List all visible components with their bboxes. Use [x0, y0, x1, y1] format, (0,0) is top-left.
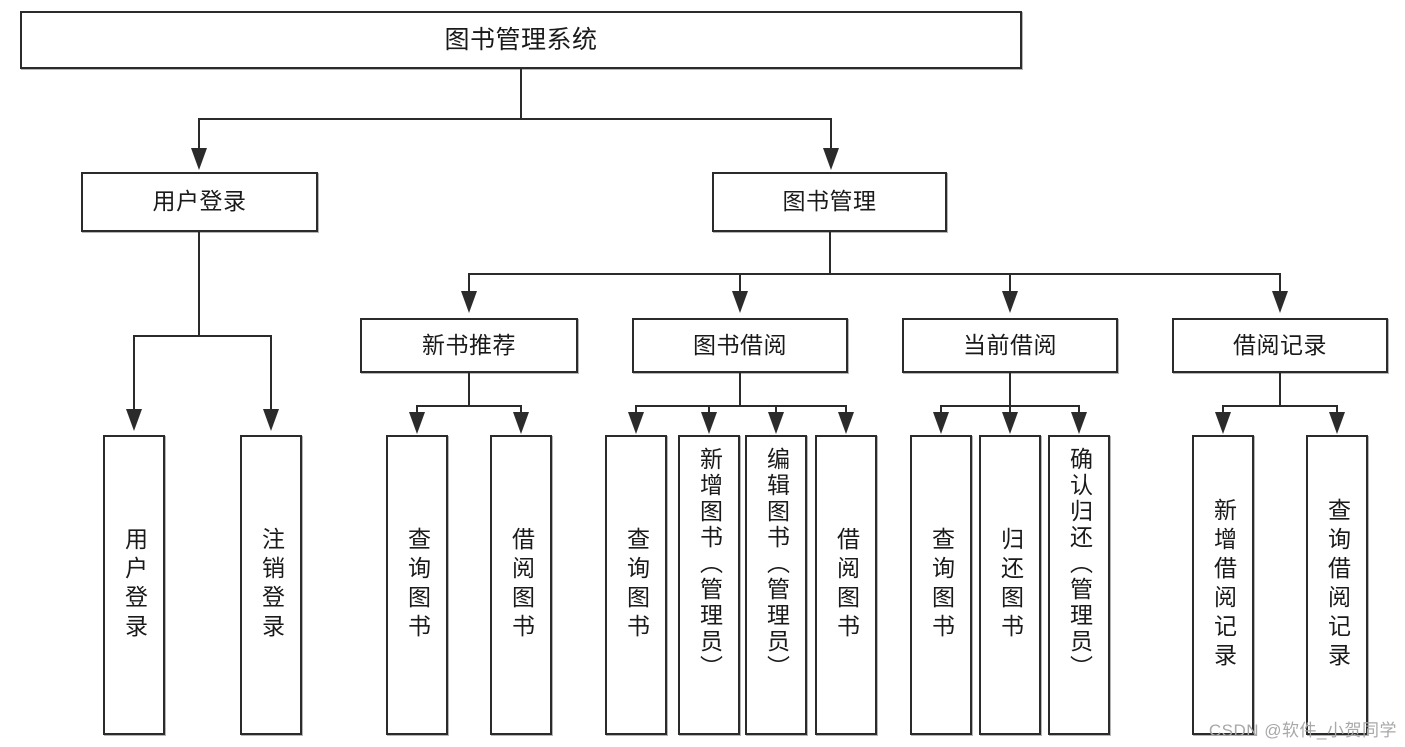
node-root-system[interactable]: 图书管理系统 — [20, 11, 1022, 69]
connector-current-borrow-drop-2 — [1009, 405, 1011, 413]
connector-user-login-bar — [133, 335, 272, 337]
connector-book-mgmt-drop-3 — [1009, 273, 1011, 291]
node-new-book-recommend-label: 新书推荐 — [422, 331, 516, 358]
leaf-query-book-borrow[interactable]: 查询图书 — [605, 435, 667, 735]
connector-user-login-stem — [198, 232, 200, 336]
leaf-edit-book-admin-label: 编辑图书（管理员） — [763, 447, 790, 681]
leaf-add-borrow-record[interactable]: 新增借阅记录 — [1192, 435, 1254, 735]
leaf-query-book-recommend-label: 查询图书 — [404, 527, 431, 643]
connector-root-drop-2 — [830, 118, 832, 148]
node-root-system-label: 图书管理系统 — [444, 26, 598, 54]
node-book-management[interactable]: 图书管理 — [712, 172, 947, 232]
connector-borrow-record-drop-2 — [1336, 405, 1338, 413]
node-borrow-record[interactable]: 借阅记录 — [1172, 318, 1388, 373]
connector-borrow-record-drop-1 — [1222, 405, 1224, 413]
leaf-query-book-current-label: 查询图书 — [928, 527, 955, 643]
connector-current-borrow-drop-1 — [940, 405, 942, 413]
leaf-query-book-recommend[interactable]: 查询图书 — [386, 435, 448, 735]
leaf-borrow-book[interactable]: 借阅图书 — [815, 435, 877, 735]
leaf-return-book-label: 归还图书 — [997, 527, 1024, 643]
node-borrow-record-label: 借阅记录 — [1233, 331, 1327, 358]
leaf-logout-label: 注销登录 — [258, 527, 285, 643]
arrow-to-leaf-edit-book — [768, 412, 784, 434]
arrow-to-leaf-logout — [263, 409, 279, 431]
node-current-borrow[interactable]: 当前借阅 — [902, 318, 1118, 373]
connector-book-mgmt-drop-1 — [468, 273, 470, 291]
arrow-to-borrow-record — [1272, 291, 1288, 313]
connector-book-borrow-bar — [635, 405, 846, 407]
connector-user-login-drop-1 — [133, 335, 135, 409]
arrow-to-leaf-query-book-c — [933, 412, 949, 434]
arrow-to-leaf-return-book — [1002, 412, 1018, 434]
connector-new-book-stem — [468, 373, 470, 406]
connector-book-borrow-stem — [739, 373, 741, 406]
node-book-borrow-label: 图书借阅 — [693, 331, 787, 358]
arrow-root-to-book-mgmt — [823, 148, 839, 170]
leaf-edit-book-admin[interactable]: 编辑图书（管理员） — [745, 435, 807, 735]
connector-book-borrow-drop-4 — [845, 405, 847, 413]
connector-new-book-drop-1 — [416, 405, 418, 413]
watermark-text: CSDN @软件_小贺同学 — [1208, 721, 1397, 740]
node-current-borrow-label: 当前借阅 — [963, 331, 1057, 358]
node-new-book-recommend[interactable]: 新书推荐 — [360, 318, 578, 373]
connector-user-login-drop-2 — [270, 335, 272, 409]
arrow-to-leaf-add-record — [1215, 412, 1231, 434]
leaf-add-book-admin[interactable]: 新增图书（管理员） — [678, 435, 740, 735]
connector-new-book-bar — [416, 405, 522, 407]
leaf-return-book[interactable]: 归还图书 — [979, 435, 1041, 735]
leaf-confirm-return-admin-label: 确认归还（管理员） — [1066, 447, 1093, 681]
leaf-query-book-current[interactable]: 查询图书 — [910, 435, 972, 735]
connector-root-stem — [520, 69, 522, 119]
leaf-user-login-label: 用户登录 — [121, 527, 148, 643]
connector-book-borrow-drop-3 — [775, 405, 777, 413]
connector-book-mgmt-bar — [468, 273, 1280, 275]
leaf-add-borrow-record-label: 新增借阅记录 — [1210, 498, 1237, 672]
leaf-borrow-book-label: 借阅图书 — [833, 527, 860, 643]
connector-book-borrow-drop-1 — [635, 405, 637, 413]
arrow-to-book-borrow — [732, 291, 748, 313]
arrow-to-leaf-query-record — [1329, 412, 1345, 434]
arrow-to-leaf-query-book-a — [409, 412, 425, 434]
arrow-to-leaf-borrow-book-b — [838, 412, 854, 434]
connector-current-borrow-drop-3 — [1078, 405, 1080, 413]
arrow-to-current-borrow — [1002, 291, 1018, 313]
arrow-to-leaf-query-book-b — [628, 412, 644, 434]
leaf-query-borrow-record[interactable]: 查询借阅记录 — [1306, 435, 1368, 735]
leaf-query-book-borrow-label: 查询图书 — [623, 527, 650, 643]
arrow-to-leaf-confirm-return — [1071, 412, 1087, 434]
node-user-login-label: 用户登录 — [152, 188, 247, 215]
leaf-add-book-admin-label: 新增图书（管理员） — [696, 447, 723, 681]
node-book-management-label: 图书管理 — [782, 188, 877, 215]
connector-book-borrow-drop-2 — [708, 405, 710, 413]
node-user-login[interactable]: 用户登录 — [81, 172, 318, 232]
arrow-to-leaf-add-book — [701, 412, 717, 434]
connector-book-mgmt-drop-2 — [739, 273, 741, 291]
connector-borrow-record-bar — [1222, 405, 1338, 407]
leaf-confirm-return-admin[interactable]: 确认归还（管理员） — [1048, 435, 1110, 735]
connector-current-borrow-stem — [1009, 373, 1011, 406]
connector-book-mgmt-stem — [829, 232, 831, 274]
connector-book-mgmt-drop-4 — [1279, 273, 1281, 291]
leaf-logout[interactable]: 注销登录 — [240, 435, 302, 735]
arrow-to-new-book-recommend — [461, 291, 477, 313]
leaf-borrow-book-recommend-label: 借阅图书 — [508, 527, 535, 643]
arrow-to-leaf-borrow-book-a — [513, 412, 529, 434]
arrow-root-to-user-login — [191, 148, 207, 170]
leaf-query-borrow-record-label: 查询借阅记录 — [1324, 498, 1351, 672]
connector-root-bar — [198, 118, 832, 120]
connector-new-book-drop-2 — [520, 405, 522, 413]
connector-root-drop-1 — [198, 118, 200, 148]
leaf-user-login[interactable]: 用户登录 — [103, 435, 165, 735]
node-book-borrow[interactable]: 图书借阅 — [632, 318, 848, 373]
connector-borrow-record-stem — [1279, 373, 1281, 406]
arrow-to-leaf-user-login — [126, 409, 142, 431]
leaf-borrow-book-recommend[interactable]: 借阅图书 — [490, 435, 552, 735]
